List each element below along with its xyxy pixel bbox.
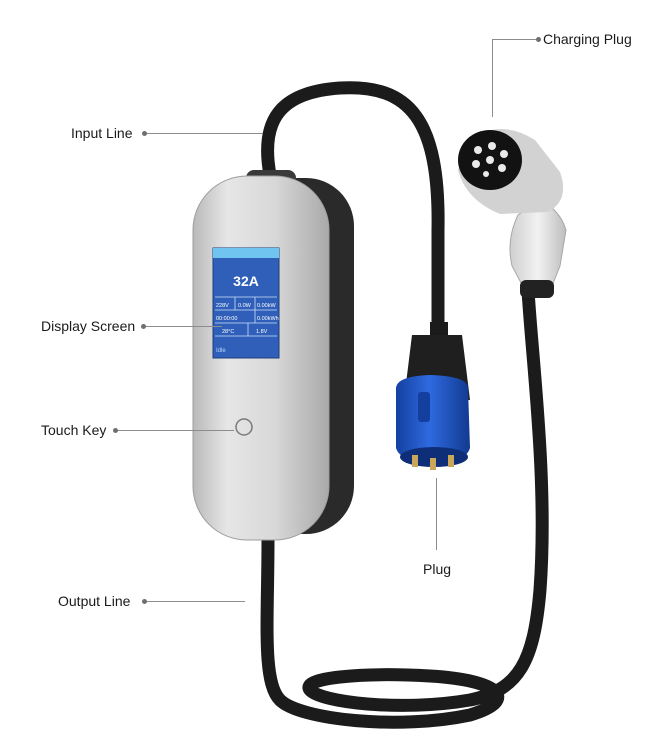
screen-row1-mid: 0.0W (238, 303, 252, 309)
touch-key-icon (235, 418, 253, 436)
leader-output-line (142, 599, 245, 604)
leader-charging-plug-vertical (492, 39, 493, 117)
screen-current: 32A (233, 273, 259, 289)
label-input-line: Input Line (71, 125, 133, 141)
label-touch-key: Touch Key (41, 422, 107, 438)
screen-footer: Idle (216, 348, 226, 354)
input-line-cable (261, 81, 445, 332)
screen-row2-right: 0.00kWh (257, 316, 279, 322)
screen-row1-left: 228V (216, 303, 229, 309)
leader-plug-vertical (436, 478, 437, 550)
screen-row3-right: 1.8V (256, 329, 268, 335)
label-output-line: Output Line (58, 593, 131, 609)
charging-cable (260, 283, 549, 729)
screen-row1-right: 0.00kW (257, 303, 276, 309)
screen-row3-left: 28°C (222, 329, 234, 335)
leader-display-screen (141, 324, 222, 329)
label-display-screen: Display Screen (41, 318, 136, 334)
type2-charging-plug (458, 129, 567, 298)
display-screen: 32A 228V 0.0W 0.00kW 00:00:00 0.00kWh 28… (212, 247, 280, 359)
label-charging-plug: Charging Plug (543, 31, 632, 47)
label-plug: Plug (423, 561, 452, 577)
industrial-plug (396, 322, 470, 470)
leader-touch-key (113, 428, 234, 433)
leader-charging-plug (492, 37, 541, 42)
screen-row2-left: 00:00:00 (216, 316, 237, 322)
leader-input-line (142, 131, 263, 136)
